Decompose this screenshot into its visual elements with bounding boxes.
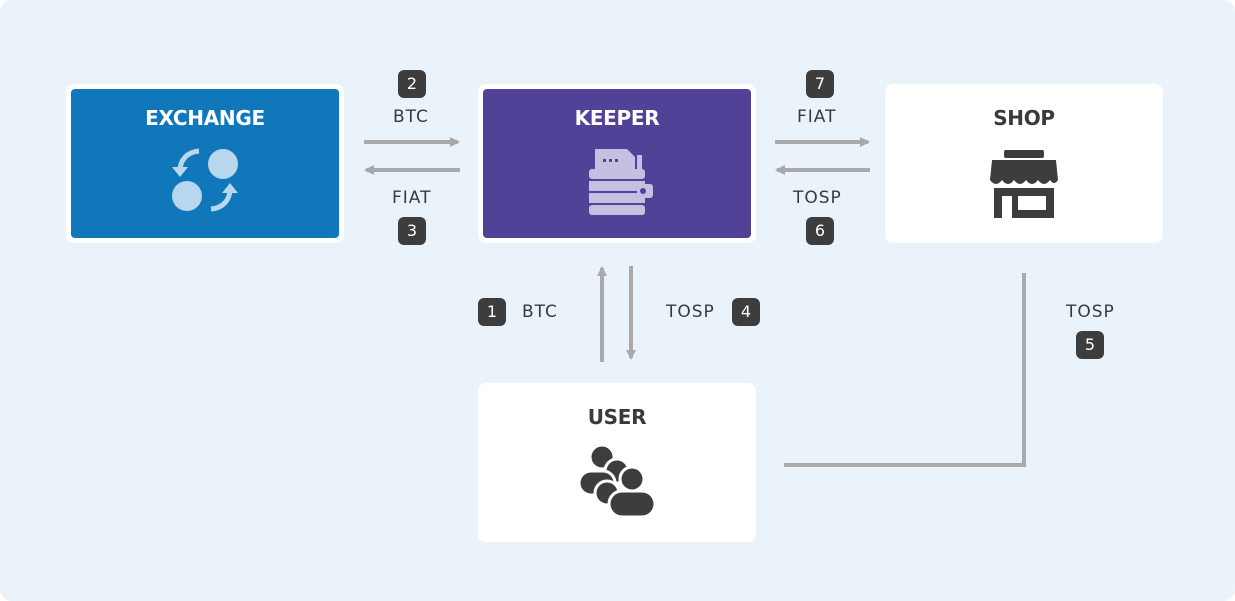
flow-label-btc-user: BTC [522, 302, 558, 322]
exchange-title: EXCHANGE [145, 106, 265, 130]
step-badge-4: 4 [732, 298, 760, 326]
users-group-icon [577, 443, 657, 519]
shop-node: SHOP [885, 84, 1163, 243]
exchange-circles-icon [172, 148, 238, 212]
flow-label-fiat-shop: FIAT [797, 107, 837, 127]
flow-label-tosp-shop-user: TOSP [1066, 302, 1115, 322]
user-title: USER [587, 405, 647, 429]
connector-user-to-shop [784, 273, 1026, 467]
exchange-node: EXCHANGE [66, 84, 344, 243]
flow-label-tosp-user: TOSP [666, 302, 715, 322]
flow-label-tosp-shop: TOSP [793, 188, 842, 208]
user-node: USER [478, 383, 756, 542]
flow-label-btc-exchange: BTC [393, 107, 429, 127]
step-badge-5: 5 [1076, 331, 1104, 359]
keeper-node: KEEPER [478, 84, 756, 243]
exchange-panel: EXCHANGE [71, 89, 339, 238]
wallet-icon [589, 149, 653, 215]
step-badge-7: 7 [806, 70, 834, 98]
keeper-title: KEEPER [574, 106, 660, 130]
step-badge-3: 3 [398, 217, 426, 245]
shop-title: SHOP [993, 106, 1055, 130]
keeper-panel: KEEPER [483, 89, 751, 238]
store-icon [990, 150, 1058, 218]
step-badge-6: 6 [806, 217, 834, 245]
step-badge-1: 1 [478, 298, 506, 326]
flow-label-fiat-exchange: FIAT [392, 188, 432, 208]
step-badge-2: 2 [398, 70, 426, 98]
